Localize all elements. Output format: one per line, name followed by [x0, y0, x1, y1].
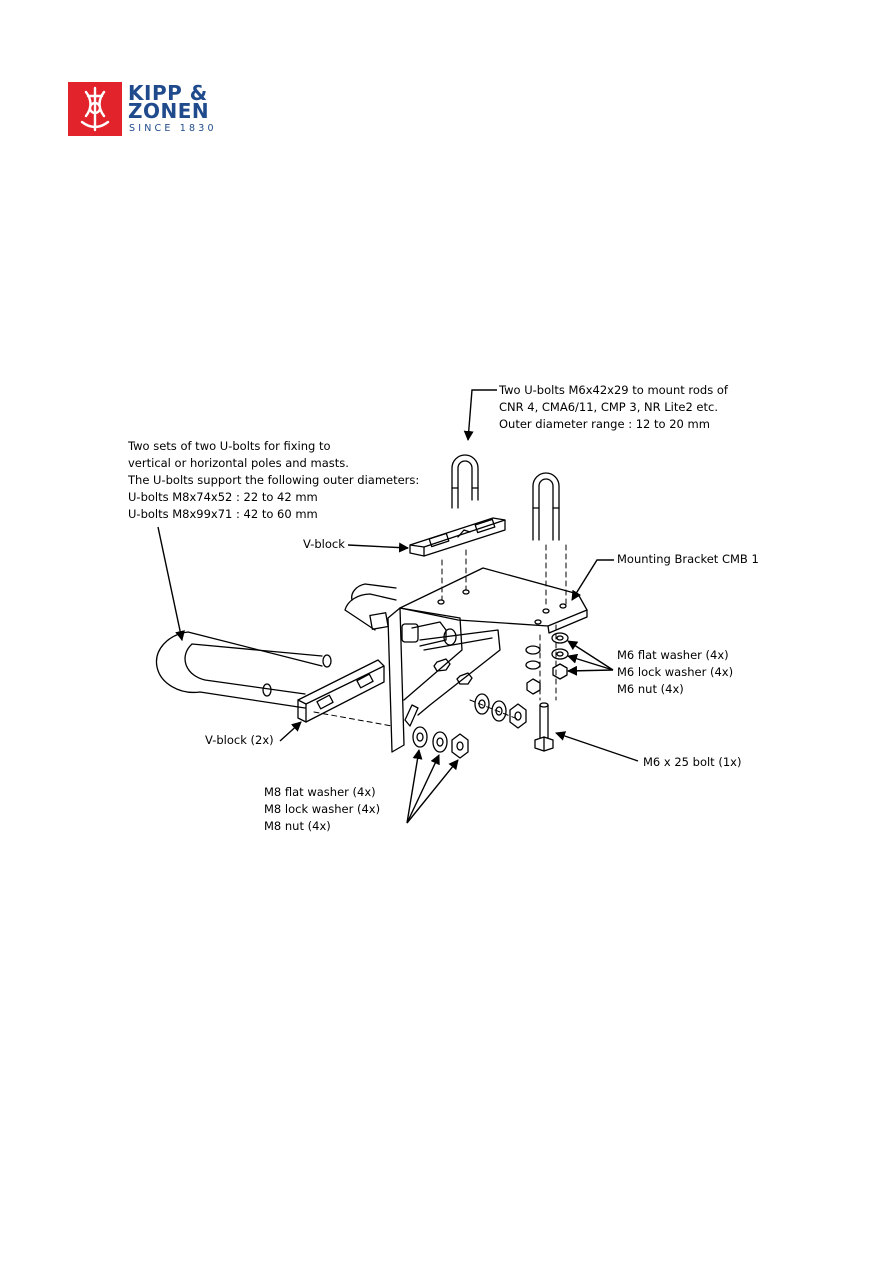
label-u-bolt-sets: Two sets of two U-bolts for fixing to ve… — [128, 438, 419, 523]
m8-hardware-front — [412, 726, 469, 759]
label-m6-flat-washer: M6 flat washer (4x) — [617, 648, 729, 662]
label-m8-lock-washer: M8 lock washer (4x) — [264, 802, 381, 816]
large-u-bolt-back — [344, 583, 397, 631]
label-u-bolt-sets-line4: U-bolts M8x74x52 : 22 to 42 mm — [128, 490, 318, 504]
kipp-zonen-logo: KIPP & ZONEN SINCE 1830 — [68, 82, 248, 138]
label-u-bolt-sets-line3: The U-bolts support the following outer … — [128, 473, 420, 487]
label-m6-nut: M6 nut (4x) — [617, 682, 684, 696]
m6-bolt — [534, 702, 554, 752]
m8-hardware-right — [474, 693, 527, 729]
label-u-bolt-sets-line2: vertical or horizontal poles and masts. — [128, 456, 349, 470]
logo-since-text: SINCE 1830 — [129, 123, 217, 134]
label-top-u-bolts-line2: CNR 4, CMA6/11, CMP 3, NR Lite2 etc. — [499, 400, 718, 414]
m6-hardware-stack — [525, 632, 569, 695]
label-m6-lock-washer: M6 lock washer (4x) — [617, 665, 734, 679]
label-m8-hardware: M8 flat washer (4x) M8 lock washer (4x) … — [264, 784, 380, 835]
label-v-block: V-block — [303, 537, 345, 551]
mounting-bracket-cmb1 — [387, 567, 588, 753]
label-top-u-bolts-line3: Outer diameter range : 12 to 20 mm — [499, 417, 710, 431]
alignment-lines-front — [313, 699, 521, 727]
label-top-u-bolts: Two U-bolts M6x42x29 to mount rods of CN… — [499, 382, 728, 433]
v-block-front — [297, 659, 385, 723]
v-block-top — [409, 517, 506, 557]
label-u-bolt-sets-line1: Two sets of two U-bolts for fixing to — [128, 439, 331, 453]
logo-text-line2: ZONEN — [128, 99, 210, 123]
label-m6-hardware: M6 flat washer (4x) M6 lock washer (4x) … — [617, 647, 733, 698]
label-u-bolt-sets-line5: U-bolts M8x99x71 : 42 to 60 mm — [128, 507, 318, 521]
label-m8-flat-washer: M8 flat washer (4x) — [264, 785, 376, 799]
small-u-bolt-right — [532, 472, 560, 541]
alignment-lines-top — [441, 544, 567, 701]
leader-lines — [157, 389, 639, 824]
logo-text-line1: KIPP & — [128, 81, 208, 105]
label-v-block-2x: V-block (2x) — [205, 733, 274, 747]
label-m8-nut: M8 nut (4x) — [264, 819, 331, 833]
label-top-u-bolts-line1: Two U-bolts M6x42x29 to mount rods of — [499, 383, 728, 397]
kipp-zonen-emblem-icon — [68, 82, 122, 136]
small-u-bolt-left — [451, 454, 479, 509]
label-m6-bolt: M6 x 25 bolt (1x) — [643, 755, 742, 769]
label-mounting-bracket: Mounting Bracket CMB 1 — [617, 552, 759, 566]
